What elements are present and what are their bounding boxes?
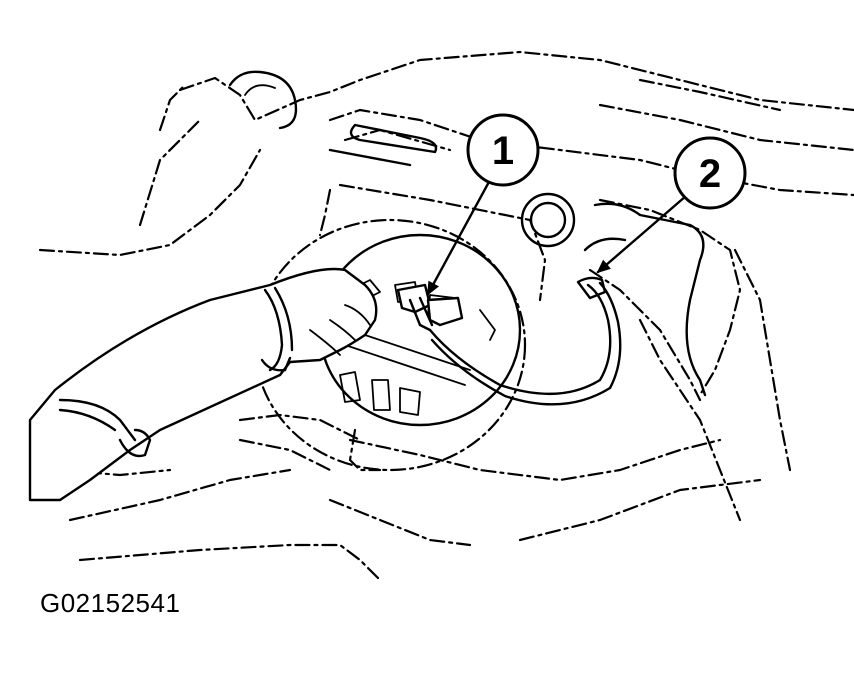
electrical-connector <box>396 283 464 332</box>
callout-1-label: 1 <box>492 129 514 173</box>
mounting-bracket <box>228 70 707 397</box>
callout-2: 2 <box>596 136 747 274</box>
callout-2-leader <box>596 194 688 274</box>
technician-hand <box>28 267 378 502</box>
callout-1-leader <box>426 178 492 296</box>
callout-1-ring <box>466 113 540 187</box>
callout-2-ring <box>673 136 747 210</box>
callout-2-label: 2 <box>699 152 721 196</box>
wire-harness <box>428 276 622 406</box>
callout-1: 1 <box>426 113 540 296</box>
figure-id-label: G02152541 <box>40 588 181 618</box>
